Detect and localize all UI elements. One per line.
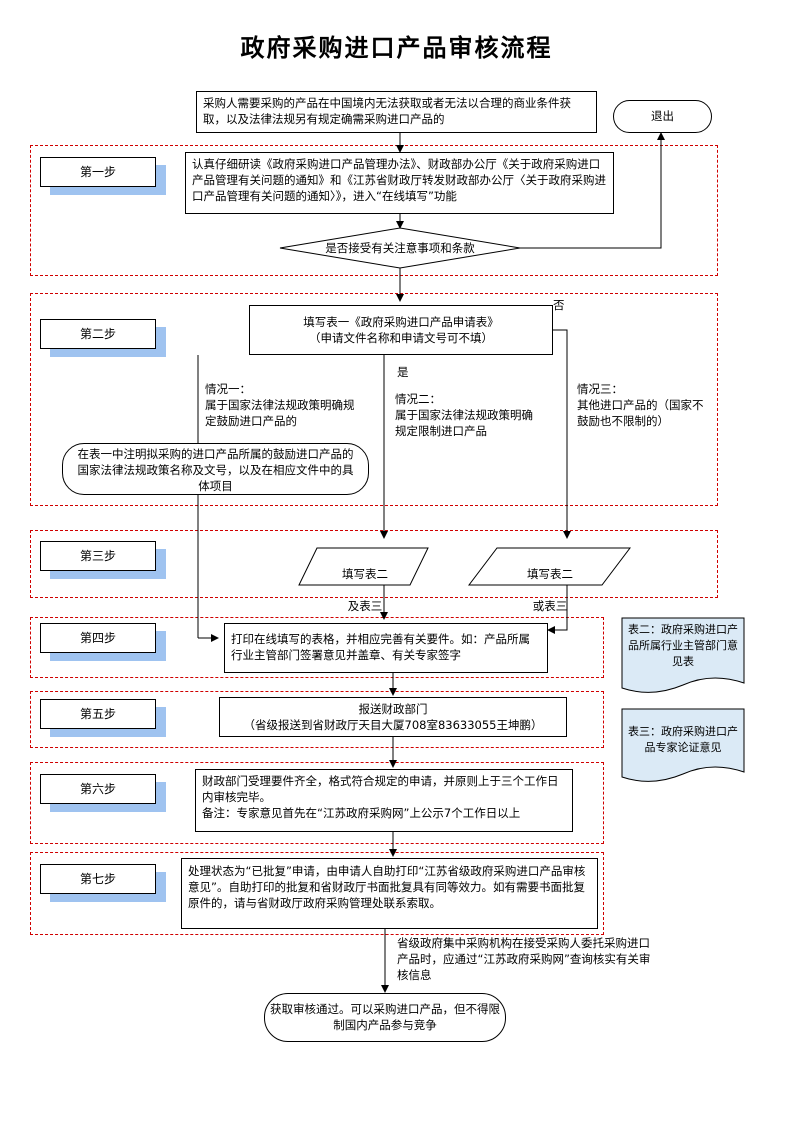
exit-terminal: 退出 [613,100,712,133]
step4-region [30,617,604,678]
step4-print-box: 打印在线填写的表格，并相应完善有关要件。如：产品所属行业主管部门签署意见并盖章、… [224,623,548,673]
form2a-line1: 填写表二 [342,567,388,581]
step6-review-box: 财政部门受理要件齐全，格式符合规定的申请，并原则上于三个工作日内审核完毕。 备注… [195,769,573,832]
start-condition-box: 采购人需要采购的产品在中国境内无法获取或者无法以合理的商业条件获取，以及法律法规… [196,91,597,133]
decision-diamond [279,227,521,269]
step1-read-docs-box: 认真仔细研读《政府采购进口产品管理办法》、财政部办公厅《关于政府采购进口产品管理… [185,152,614,214]
step-3-label: 第三步 [40,541,166,579]
case1-note-box: 在表一中注明拟采购的进口产品所属的鼓励进口产品的国家法律法规政策名称及文号，以及… [62,443,369,495]
end-terminal: 获取审核通过。可以采购进口产品，但不得限制国内产品参与竞争 [264,993,506,1042]
label-yes: 是 [397,365,409,379]
step5-region [30,691,604,748]
step-1-label: 第一步 [40,157,166,195]
step-6-label: 第六步 [40,774,166,812]
step5-submit-box: 报送财政部门 （省级报送到省财政厅天目大厦708室83633055王坤鹏） [219,697,567,737]
form1-title: 填写表一《政府采购进口产品申请表》 [303,315,499,329]
step-4-label: 第四步 [40,623,166,661]
table2-doc-text: 表二：政府采购进口产品所属行业主管部门意见表 [628,623,738,668]
table3-doc-shape [621,708,745,782]
step-5-label: 第五步 [40,699,166,737]
table3-doc-text: 表三：政府采购进口产品专家论证意见 [628,725,738,754]
step1-region [30,145,718,276]
step7-result-box: 处理状态为“已批复”申请，由申请人自助打印“江苏省级政府采购进口产品审核意见”。… [181,858,598,929]
form1-subtitle: （申请文件名称和申请文号可不填） [309,331,493,345]
form2b-parallelogram [467,547,632,586]
step5-address: （省级报送到省财政厅天目大厦708室83633055王坤鹏） [243,718,543,732]
step-7-label: 第七步 [40,864,166,902]
form2a-parallelogram [298,547,429,586]
step6-region [30,762,604,844]
form2b-line2: 或表三 [532,599,568,613]
step-2-label: 第二步 [40,319,166,357]
form2b-line1: 填写表二 [527,567,573,581]
step2-region [30,293,718,506]
step3-region [30,530,718,598]
step5-title: 报送财政部门 [358,702,428,716]
decision-text: 是否接受有关注意事项和条款 [325,241,475,255]
case2-text: 情况二： 属于国家法律法规政策明确规定限制进口产品 [395,392,533,438]
step7-note: 省级政府集中采购机构在接受采购人委托采购进口产品时，应通过“江苏政府采购网”查询… [397,936,651,982]
step7-region [30,852,604,935]
page-title: 政府采购进口产品审核流程 [240,34,553,62]
form2b-text: 填写表二 或表三 [490,550,610,630]
case1-text: 情况一： 属于国家法律法规政策明确规定鼓励进口产品的 [205,382,355,428]
case3-text: 情况三： 其他进口产品的（国家不鼓励也不限制的） [577,382,704,428]
form2a-text: 填写表二 及表三 [310,550,420,630]
label-no: 否 [553,298,565,312]
table2-doc-shape [621,617,745,693]
form2a-line2: 及表三 [347,599,383,613]
form1-box: 填写表一《政府采购进口产品申请表》 （申请文件名称和申请文号可不填） [249,305,553,355]
